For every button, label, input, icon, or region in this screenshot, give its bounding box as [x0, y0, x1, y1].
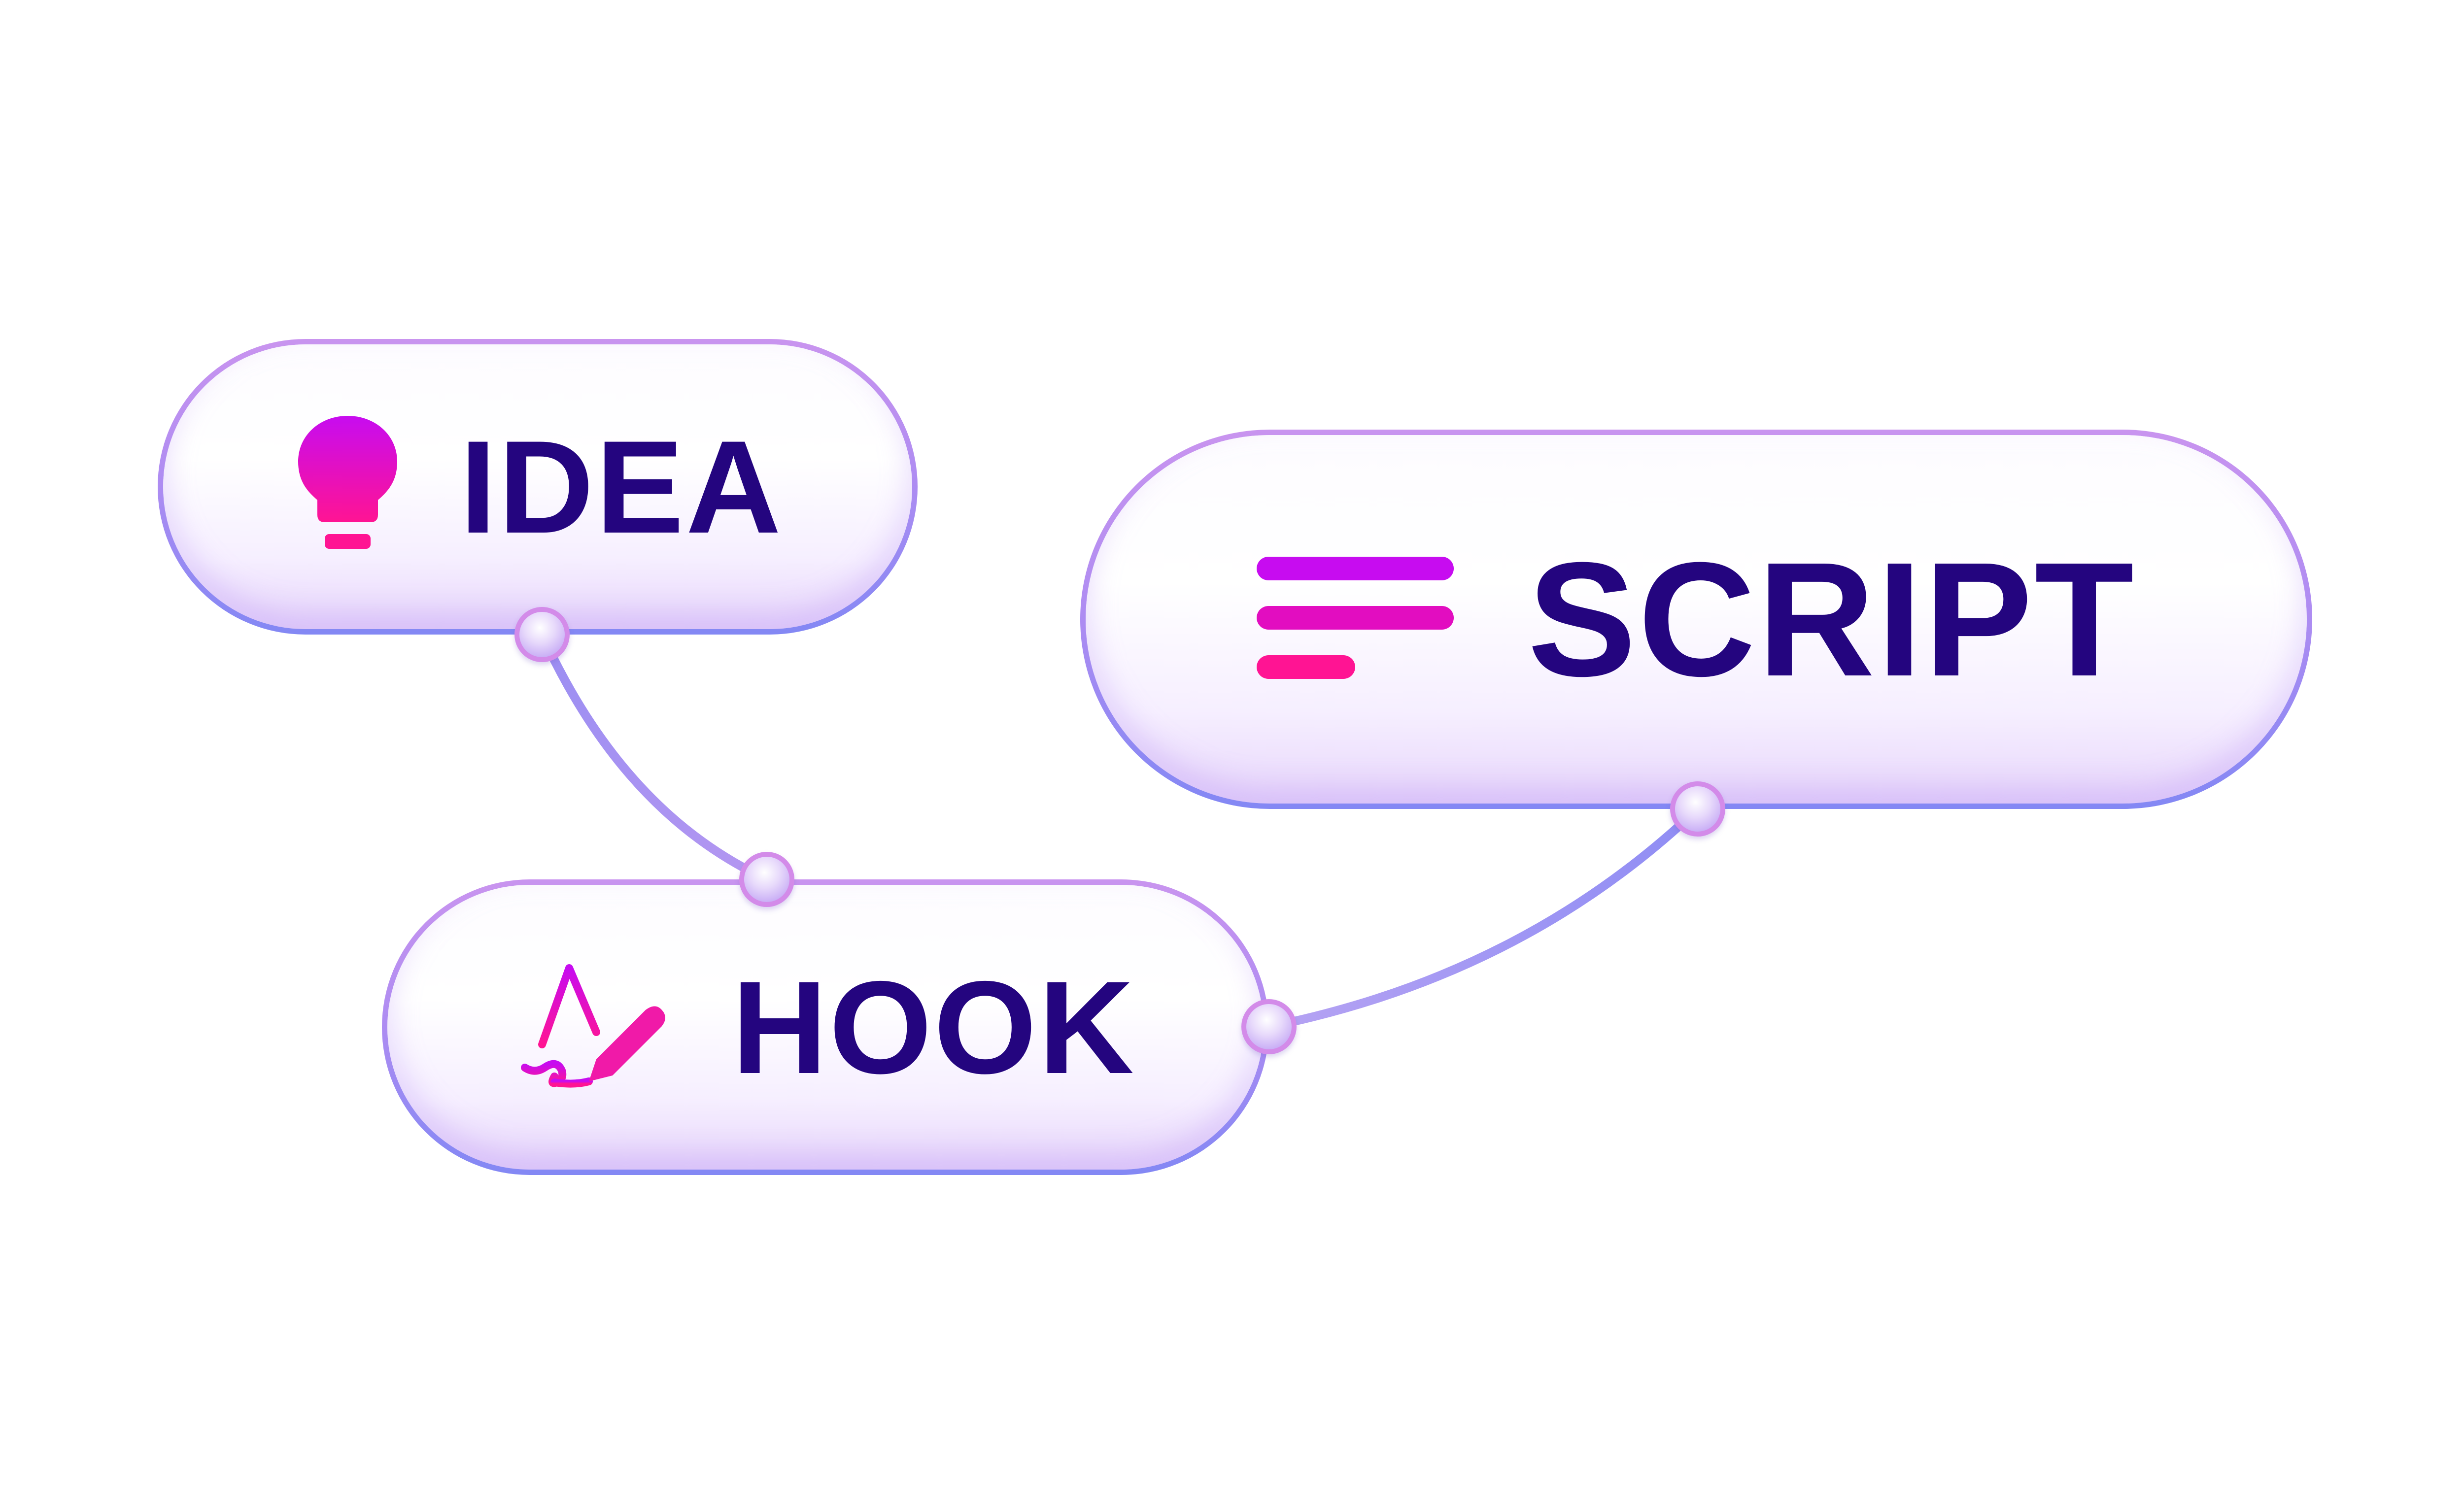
hook-output-port[interactable] — [1241, 999, 1297, 1054]
connector-idea-hook — [538, 630, 771, 884]
connector-hook-script — [1265, 805, 1702, 1031]
idea-label: IDEA — [459, 413, 784, 561]
text-signature-icon — [521, 964, 665, 1088]
idea-output-port[interactable] — [514, 607, 570, 662]
text-lines-icon — [1256, 557, 1454, 679]
lightbulb-icon — [298, 416, 397, 549]
idea-node[interactable]: IDEA — [158, 339, 918, 635]
script-node[interactable]: SCRIPT — [1080, 430, 2312, 809]
hook-label: HOOK — [732, 953, 1136, 1101]
hook-node[interactable]: HOOK — [382, 879, 1269, 1175]
hook-input-port[interactable] — [739, 852, 794, 907]
script-input-port[interactable] — [1670, 781, 1725, 837]
script-label: SCRIPT — [1527, 528, 2136, 710]
